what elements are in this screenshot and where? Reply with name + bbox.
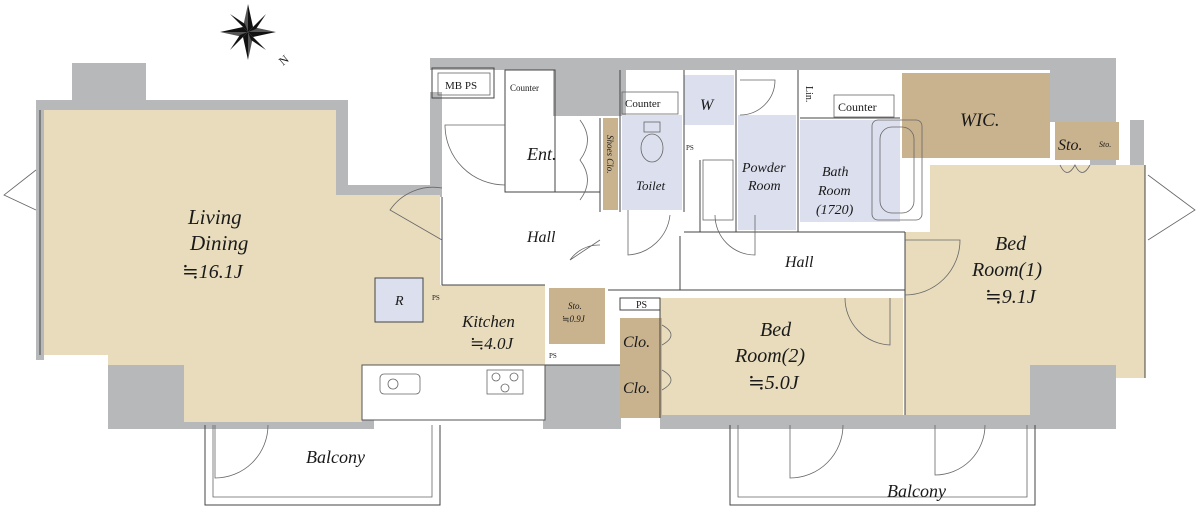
kitchen-size: ≒4.0J	[470, 334, 514, 353]
room-fills	[44, 73, 1145, 422]
counter-ent-label: Counter	[510, 83, 539, 93]
fridge-label: R	[394, 294, 404, 309]
sto-big-floor	[1055, 122, 1097, 160]
balcony-left-label: Balcony	[306, 447, 365, 467]
toilet-floor	[622, 115, 682, 210]
wic-label: WIC.	[960, 110, 1000, 131]
entrance-label: Ent.	[526, 144, 557, 164]
ps-hall-label: PS	[636, 300, 647, 311]
living-label-2: Dining	[189, 231, 248, 255]
bath-floor	[800, 120, 900, 222]
sto-hall-floor	[549, 288, 605, 344]
sto-small-floor	[1097, 122, 1119, 160]
sto-big-label: Sto.	[1058, 137, 1082, 154]
washer-label: W	[700, 97, 715, 114]
walls	[36, 58, 1144, 429]
shoes-clo-label: Shoes Clo.	[605, 135, 615, 174]
clo2-label: Clo.	[623, 380, 650, 397]
living-label-1: Living	[187, 205, 242, 229]
doors	[3, 79, 1196, 479]
interior-lines	[39, 67, 1146, 506]
bath-label-1: Bath	[822, 165, 848, 180]
hall-upper-label: Hall	[526, 229, 556, 246]
ps-kitchen-low-label: PS	[549, 352, 557, 360]
counter-toilet-label: Counter	[625, 98, 661, 110]
washer-floor	[684, 75, 734, 125]
hall-right-label: Hall	[784, 254, 814, 271]
compass-north-label: N	[276, 52, 292, 69]
bed1-label-2: Room(1)	[971, 259, 1042, 281]
sto-hall-label: Sto.	[568, 301, 582, 311]
bed2-label-2: Room(2)	[734, 345, 805, 367]
powder-label-2: Room	[747, 179, 781, 194]
living-dining-floor	[44, 110, 440, 422]
ps-kitchen-label: PS	[432, 294, 440, 302]
bed2-size: ≒5.0J	[748, 372, 800, 394]
bed2-label-1: Bed	[760, 319, 792, 341]
mbps-label: MB PS	[445, 80, 477, 92]
sto-hall-size: ≒0.9J	[562, 314, 586, 324]
bed-room-2-floor	[660, 298, 903, 415]
clo2-floor	[620, 366, 662, 418]
clo1-floor	[620, 318, 662, 366]
counter-bath-label: Counter	[838, 100, 877, 114]
bath-size: (1720)	[816, 203, 854, 218]
toilet-label: Toilet	[636, 178, 666, 193]
powder-floor	[738, 115, 796, 230]
bed-room-1-floor	[905, 165, 1145, 415]
bed1-label-1: Bed	[995, 233, 1027, 255]
compass-rose-icon	[220, 4, 276, 60]
powder-label-1: Powder	[741, 161, 786, 176]
bath-label-2: Room	[817, 184, 851, 199]
kitchen-label: Kitchen	[461, 312, 515, 331]
labels: Living Dining ≒16.1J Kitchen ≒4.0J Bed R…	[182, 80, 1111, 501]
balcony-right-label: Balcony	[887, 481, 946, 501]
ps-toilet-label: PS	[686, 144, 694, 152]
living-size: ≒16.1J	[182, 261, 244, 283]
wic-floor	[902, 73, 1050, 158]
sto-small-label: Sto.	[1099, 140, 1111, 149]
linen-label: Lin.	[803, 86, 814, 102]
shoes-clo-floor	[603, 118, 618, 210]
bed1-size: ≒9.1J	[985, 286, 1037, 308]
clo1-label: Clo.	[623, 334, 650, 351]
